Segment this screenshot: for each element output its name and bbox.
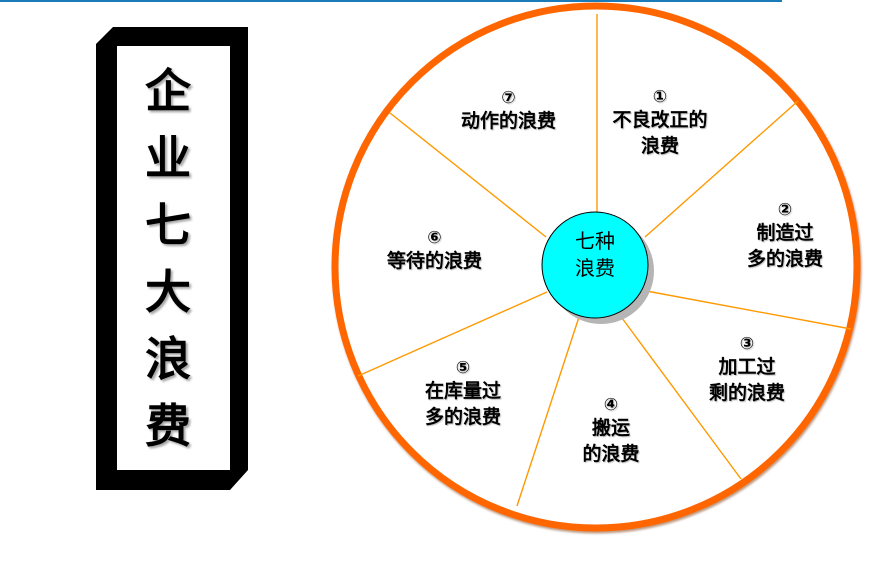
- title-char: 业: [145, 131, 191, 185]
- segment-text: 的浪费: [582, 443, 640, 465]
- segment-number: ①: [652, 87, 668, 107]
- segment-text: 不良改正的: [612, 109, 708, 131]
- center-label: 七种 浪费: [545, 228, 645, 282]
- segment-7: ⑦ 动作的浪费: [446, 88, 571, 134]
- segment-3: ③ 加工过 剩的浪费: [687, 334, 807, 406]
- segment-4: ④ 搬运 的浪费: [551, 395, 671, 467]
- segment-text: 在库量过: [424, 380, 501, 402]
- segment-text: 搬运: [591, 417, 630, 439]
- title-char: 七: [145, 198, 191, 252]
- title-char: 大: [145, 265, 191, 319]
- segment-number: ②: [777, 200, 793, 220]
- title-char: 企: [145, 64, 191, 118]
- segment-text: 剩的浪费: [708, 382, 785, 404]
- segment-number: ⑥: [427, 228, 442, 248]
- spokes: [357, 14, 852, 507]
- segment-text: 多的浪费: [424, 406, 501, 428]
- title-vertical: 企 业 七 大 浪 费: [118, 58, 218, 460]
- center-line-2: 浪费: [575, 256, 615, 280]
- segment-text: 动作的浪费: [460, 110, 556, 132]
- segment-1: ① 不良改正的 浪费: [600, 87, 720, 159]
- segment-text: 制造过: [756, 222, 814, 244]
- title-char: 费: [145, 399, 191, 453]
- center-circle: [541, 211, 649, 319]
- title-char: 浪: [145, 332, 191, 386]
- title-frame: [96, 27, 248, 490]
- top-accent-bar: [0, 0, 782, 2]
- segment-text: 浪费: [640, 135, 679, 157]
- segment-number: ③: [739, 334, 755, 354]
- segment-number: ④: [603, 395, 619, 415]
- segment-text: 加工过: [718, 356, 776, 378]
- segment-5: ⑤ 在库量过 多的浪费: [403, 358, 523, 430]
- segment-number: ⑦: [501, 88, 516, 108]
- segment-text: 多的浪费: [746, 248, 823, 270]
- center-line-1: 七种: [575, 229, 615, 253]
- segment-6: ⑥ 等待的浪费: [372, 228, 497, 274]
- segment-number: ⑤: [455, 358, 471, 378]
- segment-2: ② 制造过 多的浪费: [725, 200, 845, 272]
- segment-text: 等待的浪费: [386, 250, 482, 272]
